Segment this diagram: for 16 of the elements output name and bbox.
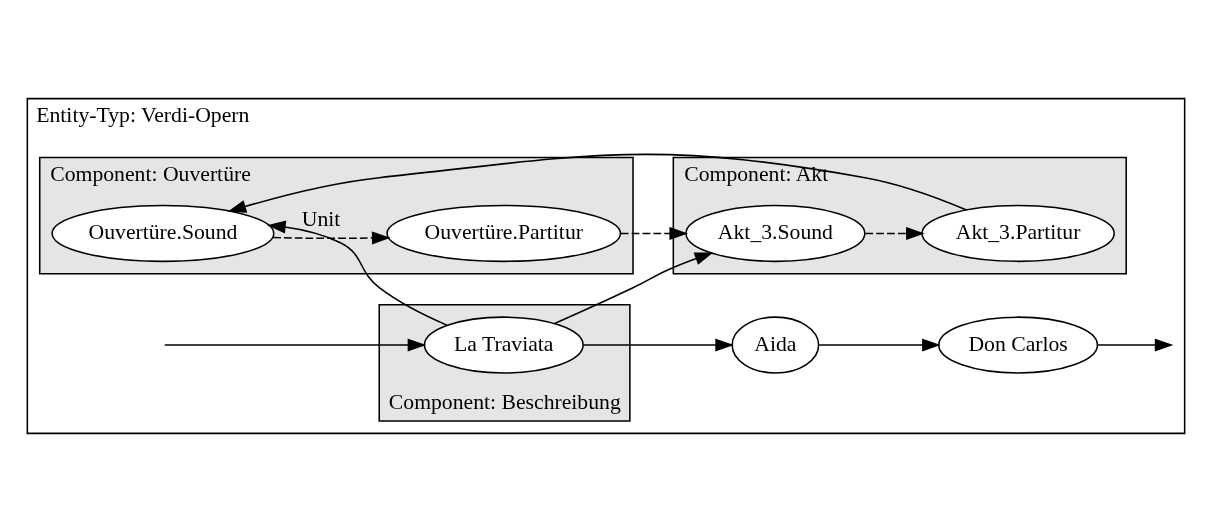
node-ellipse: Ouvertüre.Sound [51,204,275,263]
node-ellipse: La Traviata [423,316,584,374]
arrow [227,153,967,213]
node-ellipse: Don Carlos [938,316,1099,374]
node-ellipse: Akt_3.Partitur [921,204,1115,263]
arrow [272,231,391,245]
arrow [163,338,427,352]
arrow [1097,338,1174,352]
arrow [619,226,689,240]
arrow [864,226,925,240]
arrow [267,220,448,326]
node-ellipse: Ouvertüre.Partitur [386,204,622,263]
arrow [818,338,941,352]
node-ellipse: Aida [731,316,820,374]
edge-label: Unit [301,207,341,232]
arrow [582,338,734,352]
